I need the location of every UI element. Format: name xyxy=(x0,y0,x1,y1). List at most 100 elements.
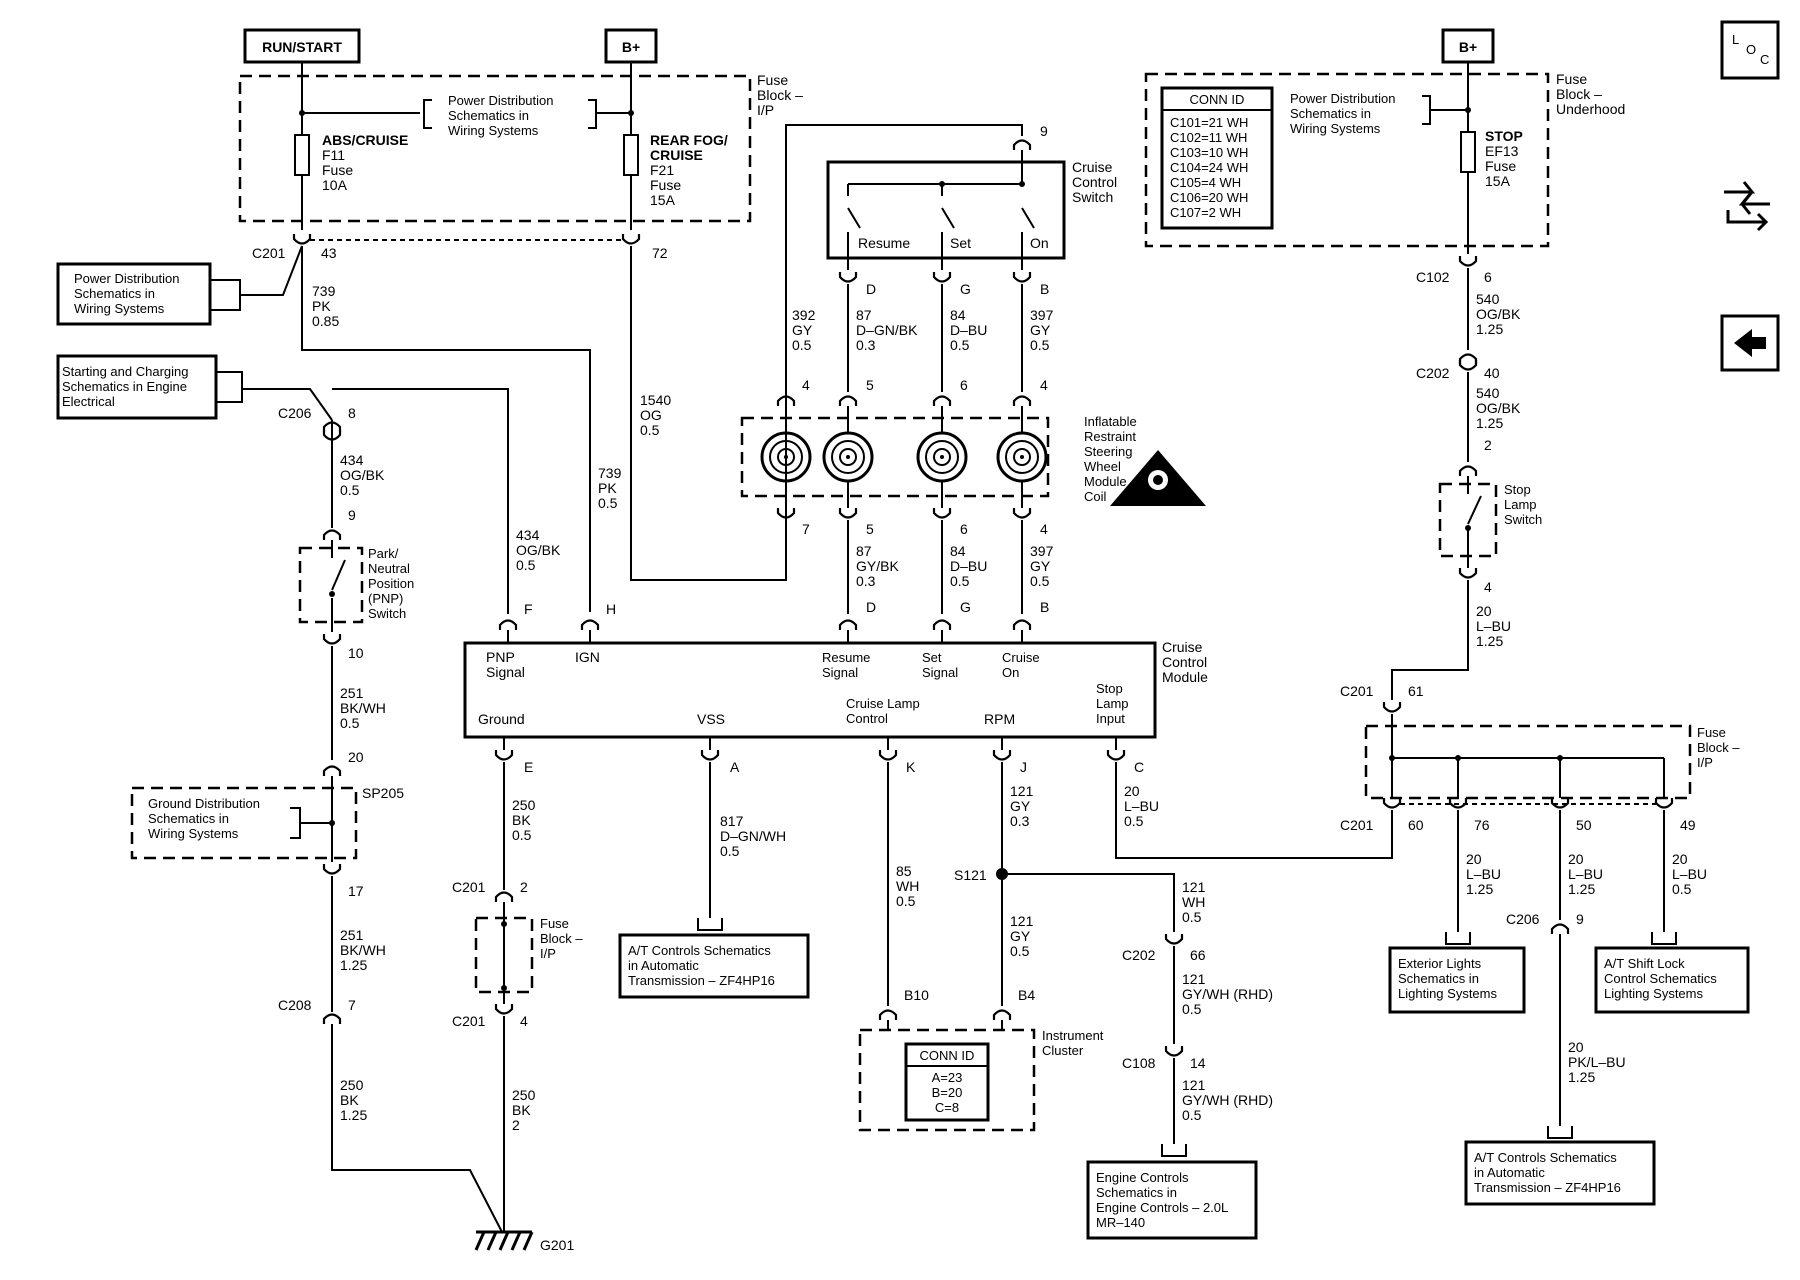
fuse-block-ip-right: Fuse Block – I/P C201 60 76 50 49 xyxy=(1340,714,1740,833)
svg-text:0.5: 0.5 xyxy=(720,843,740,859)
svg-text:Set: Set xyxy=(922,650,942,665)
svg-text:7: 7 xyxy=(348,997,356,1013)
svg-text:9: 9 xyxy=(1040,123,1048,139)
svg-text:D–GN/BK: D–GN/BK xyxy=(856,322,918,338)
fuse-block-underhood: Fuse Block – Underhood CONN ID C101=21 W… xyxy=(1144,62,1625,254)
svg-text:0.3: 0.3 xyxy=(1010,813,1030,829)
svg-text:Wiring Systems: Wiring Systems xyxy=(148,826,239,841)
svg-text:2: 2 xyxy=(1484,437,1492,453)
svg-text:B4: B4 xyxy=(1018,987,1035,1003)
svg-text:Position: Position xyxy=(368,576,414,591)
wire-817-vss: 817 D–GN/WH 0.5 A/T Controls Schematics … xyxy=(618,762,810,999)
svg-text:EF13: EF13 xyxy=(1485,143,1519,159)
svg-text:GY: GY xyxy=(1030,322,1051,338)
wire-739: 739 PK 0.85 739 PK 0.5 xyxy=(301,246,622,612)
svg-text:739: 739 xyxy=(312,283,336,299)
svg-text:On: On xyxy=(1030,235,1049,251)
branch-exterior-lights: 20 L–BU 1.25 Exterior Lights Schematics … xyxy=(1388,810,1526,1014)
svg-text:0.5: 0.5 xyxy=(792,337,812,353)
back-arrow-button[interactable] xyxy=(1720,314,1780,372)
svg-text:434: 434 xyxy=(340,452,364,468)
svg-text:RPM: RPM xyxy=(984,711,1015,727)
branch-shift-lock: 20 L–BU 0.5 A/T Shift Lock Control Schem… xyxy=(1594,810,1750,1014)
svg-text:Block –: Block – xyxy=(540,931,583,946)
svg-text:4: 4 xyxy=(802,377,810,393)
svg-text:0.5: 0.5 xyxy=(950,337,970,353)
svg-text:C107=2 WH: C107=2 WH xyxy=(1170,205,1241,220)
fuse-block-ip: Fuse Block – I/P Power Distribution Sche… xyxy=(238,62,803,230)
svg-text:Wiring Systems: Wiring Systems xyxy=(74,301,165,316)
svg-text:6: 6 xyxy=(960,377,968,393)
svg-text:Lighting Systems: Lighting Systems xyxy=(1398,986,1497,1001)
svg-text:0.5: 0.5 xyxy=(1672,881,1692,897)
svg-text:G: G xyxy=(960,599,971,615)
svg-text:C206: C206 xyxy=(278,405,312,421)
svg-text:5: 5 xyxy=(866,521,874,537)
svg-text:A=23: A=23 xyxy=(932,1070,963,1085)
svg-text:Cruise: Cruise xyxy=(1162,639,1203,655)
svg-text:60: 60 xyxy=(1408,817,1424,833)
svg-text:B+: B+ xyxy=(1459,39,1477,55)
svg-text:C208: C208 xyxy=(278,997,312,1013)
pnp-switch: Park/ Neutral Position (PNP) Switch xyxy=(298,540,414,632)
svg-text:C105=4 WH: C105=4 WH xyxy=(1170,175,1241,190)
svg-text:B: B xyxy=(1040,281,1049,297)
svg-text:WH: WH xyxy=(896,878,919,894)
svg-text:in Automatic: in Automatic xyxy=(628,958,699,973)
svg-text:1540: 1540 xyxy=(640,392,671,408)
svg-text:C201: C201 xyxy=(252,245,286,261)
svg-text:Transmission – ZF4HP16: Transmission – ZF4HP16 xyxy=(628,973,775,988)
svg-text:397: 397 xyxy=(1030,307,1054,323)
wire-540: C102 6 540 OG/BK 1.25 C202 40 540 OG/BK … xyxy=(1416,254,1521,478)
svg-text:0.5: 0.5 xyxy=(512,827,532,843)
svg-text:Fuse: Fuse xyxy=(322,162,353,178)
svg-text:87: 87 xyxy=(856,543,872,559)
swap-icon[interactable] xyxy=(1724,181,1770,232)
svg-text:Wiring Systems: Wiring Systems xyxy=(448,123,539,138)
svg-text:C102: C102 xyxy=(1416,269,1450,285)
loc-button[interactable]: L O C xyxy=(1720,20,1780,80)
svg-text:Block –: Block – xyxy=(1697,740,1740,755)
coil-upper-wires: 392 GY 0.5 87 D–GN/BK 0.3 84 D–BU 0.5 39… xyxy=(776,284,1054,408)
svg-text:B+: B+ xyxy=(622,39,640,55)
svg-text:Ground: Ground xyxy=(478,711,525,727)
svg-text:GY/WH (RHD): GY/WH (RHD) xyxy=(1182,1092,1273,1108)
svg-text:Schematics in: Schematics in xyxy=(148,811,229,826)
svg-text:B=20: B=20 xyxy=(932,1085,963,1100)
svg-text:Switch: Switch xyxy=(368,606,406,621)
svg-text:Set: Set xyxy=(950,235,971,251)
svg-text:C102=11 WH: C102=11 WH xyxy=(1170,130,1247,145)
svg-text:J: J xyxy=(1020,759,1027,775)
svg-text:Cruise Lamp: Cruise Lamp xyxy=(846,696,920,711)
svg-text:OG/BK: OG/BK xyxy=(1476,400,1521,416)
svg-text:Fuse: Fuse xyxy=(1697,725,1726,740)
svg-text:Control: Control xyxy=(846,711,888,726)
svg-text:2: 2 xyxy=(520,879,528,895)
svg-text:Schematics in: Schematics in xyxy=(448,108,529,123)
svg-text:817: 817 xyxy=(720,813,744,829)
svg-text:L–BU: L–BU xyxy=(1672,866,1707,882)
svg-text:BK/WH: BK/WH xyxy=(340,700,386,716)
svg-text:GY: GY xyxy=(1010,928,1031,944)
svg-text:Wheel: Wheel xyxy=(1084,459,1121,474)
svg-text:PK: PK xyxy=(598,480,617,496)
svg-text:Block –: Block – xyxy=(757,87,803,103)
svg-text:0.5: 0.5 xyxy=(640,422,660,438)
svg-text:C104=24 WH: C104=24 WH xyxy=(1170,160,1248,175)
svg-text:Fuse: Fuse xyxy=(650,177,681,193)
svg-text:Schematics in Engine: Schematics in Engine xyxy=(62,379,187,394)
svg-text:434: 434 xyxy=(516,527,540,543)
svg-text:1.25: 1.25 xyxy=(1568,881,1595,897)
svg-text:1.25: 1.25 xyxy=(1476,415,1503,431)
svg-text:1.25: 1.25 xyxy=(1466,881,1493,897)
svg-text:PK/L–BU: PK/L–BU xyxy=(1568,1054,1626,1070)
svg-text:BK/WH: BK/WH xyxy=(340,942,386,958)
svg-text:7: 7 xyxy=(802,521,810,537)
svg-text:C201: C201 xyxy=(452,1013,486,1029)
svg-text:I/P: I/P xyxy=(757,102,774,118)
connector-c201-top: C201 43 72 xyxy=(252,232,668,261)
svg-text:WH: WH xyxy=(1182,894,1205,910)
svg-text:OG/BK: OG/BK xyxy=(516,542,561,558)
svg-text:GY: GY xyxy=(1030,558,1051,574)
svg-text:I/P: I/P xyxy=(1697,755,1713,770)
